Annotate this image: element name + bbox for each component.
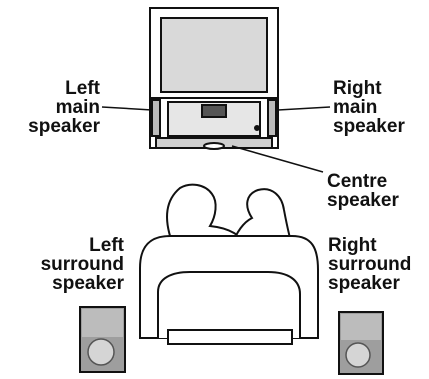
television (150, 8, 278, 149)
label-line: main (333, 98, 427, 117)
label-line: speaker (16, 117, 100, 136)
centre-speaker-label: Centre speaker (327, 172, 427, 210)
centre-speaker-unit (202, 105, 226, 117)
label-line: Left (16, 79, 100, 98)
label-line: speaker (327, 191, 427, 210)
left-main-speaker-grille (152, 100, 160, 136)
label-line: surround (328, 255, 427, 274)
left-surround-speaker-label: Left surround speaker (22, 236, 124, 293)
left-main-speaker-label: Left main speaker (16, 79, 100, 136)
label-line: speaker (328, 274, 427, 293)
label-line: Right (333, 79, 427, 98)
label-line: main (16, 98, 100, 117)
label-line: speaker (333, 117, 427, 136)
right-surround-speaker (339, 312, 383, 374)
sofa-with-listeners (140, 185, 318, 344)
right-main-speaker-grille (268, 100, 276, 136)
left-surround-speaker (80, 307, 125, 372)
right-surround-speaker-label: Right surround speaker (328, 236, 427, 293)
label-line: Centre (327, 172, 427, 191)
label-line: Left (22, 236, 124, 255)
tv-screen (161, 18, 267, 92)
right-main-speaker-label: Right main speaker (333, 79, 427, 136)
label-line: Right (328, 236, 427, 255)
label-line: surround (22, 255, 124, 274)
label-line: speaker (22, 274, 124, 293)
